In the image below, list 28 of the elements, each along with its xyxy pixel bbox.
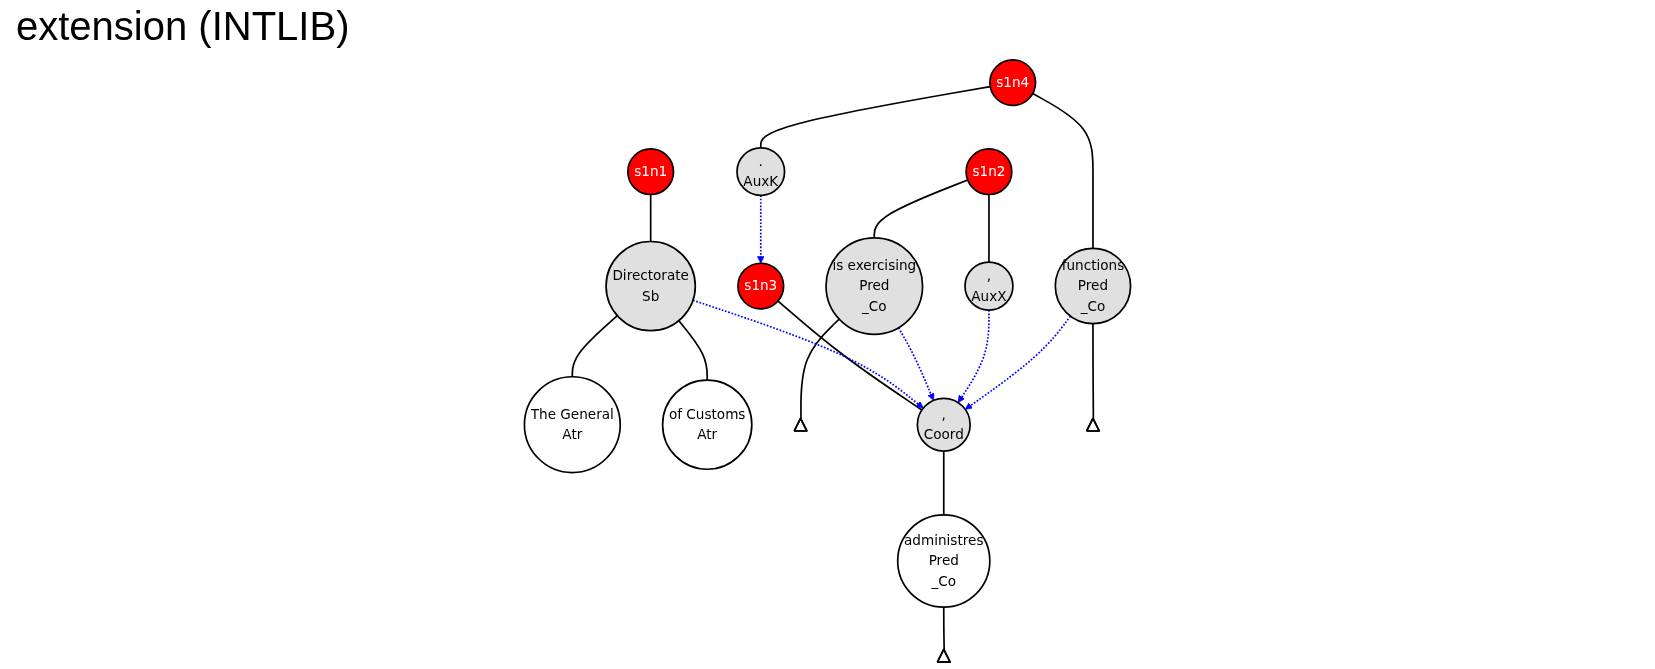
connector — [800, 318, 840, 420]
connector — [988, 193, 990, 263]
node-circle: , AuxX — [964, 261, 1014, 311]
connector — [571, 314, 619, 378]
connector — [1031, 92, 1094, 250]
node-circle: of Customs Atr — [661, 379, 753, 471]
connector — [649, 193, 652, 243]
node-circle: s1n1 — [627, 147, 675, 196]
node-circle: is exercising Pred _Co — [825, 237, 924, 336]
node-circle: Directorate Sb — [605, 240, 697, 332]
connector — [942, 450, 945, 516]
diagram-title: extension (INTLIB) — [15, 3, 351, 50]
node-circle: s1n4 — [989, 58, 1037, 107]
node-circle: , Coord — [916, 397, 971, 452]
connector — [777, 300, 923, 411]
connector — [873, 179, 969, 239]
node-circle: administres Pred _Co — [896, 514, 991, 608]
connector — [942, 606, 946, 651]
node-circle: functions Pred _Co — [1054, 247, 1132, 325]
arrow — [957, 309, 990, 403]
node-circle: . AuxK — [736, 147, 786, 197]
arrow — [964, 315, 1072, 410]
connector — [1092, 322, 1095, 420]
connector — [678, 319, 709, 381]
node-circle: s1n3 — [737, 262, 785, 310]
arrow — [897, 326, 935, 401]
node-circle: The General Atr — [523, 375, 622, 474]
node-circle: s1n2 — [965, 147, 1013, 196]
